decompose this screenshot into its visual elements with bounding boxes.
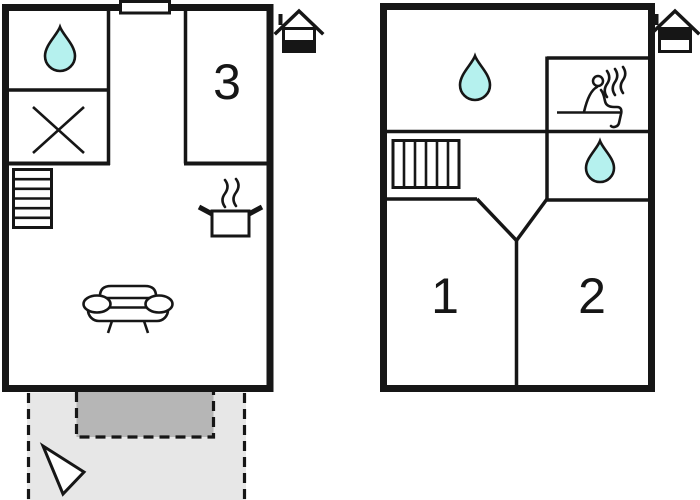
highlighted-ground-level xyxy=(285,40,313,50)
direction-arrow-icon xyxy=(39,442,87,497)
room-label-3: 3 xyxy=(213,54,241,110)
ground-floor-plan: 3 xyxy=(2,0,325,500)
upper-floor-indicator-icon xyxy=(649,8,700,53)
room-label-1: 1 xyxy=(431,268,459,324)
outer-wall xyxy=(2,4,274,392)
stairs-icon xyxy=(12,168,53,229)
patio-border xyxy=(74,392,216,439)
water-drop-icon xyxy=(43,23,77,73)
ground-floor-indicator-icon xyxy=(273,8,325,53)
entrance-porch xyxy=(119,0,171,15)
x-mark-icon xyxy=(32,106,85,154)
interior-wall xyxy=(515,197,549,242)
terrace-area xyxy=(26,392,247,500)
water-drop-icon xyxy=(458,52,492,102)
stairs-icon xyxy=(391,139,461,189)
sauna-icon xyxy=(557,65,627,129)
interior-wall xyxy=(475,197,518,242)
sofa-icon xyxy=(82,284,174,334)
water-drop-icon xyxy=(584,137,616,184)
room-label-2: 2 xyxy=(578,268,606,324)
patio-surface xyxy=(76,392,214,437)
roof xyxy=(273,8,325,36)
highlighted-upper-level xyxy=(661,30,689,40)
cooking-pot-icon xyxy=(197,177,264,238)
roof xyxy=(649,8,700,36)
upper-floor-plan: 1 2 xyxy=(380,3,700,392)
